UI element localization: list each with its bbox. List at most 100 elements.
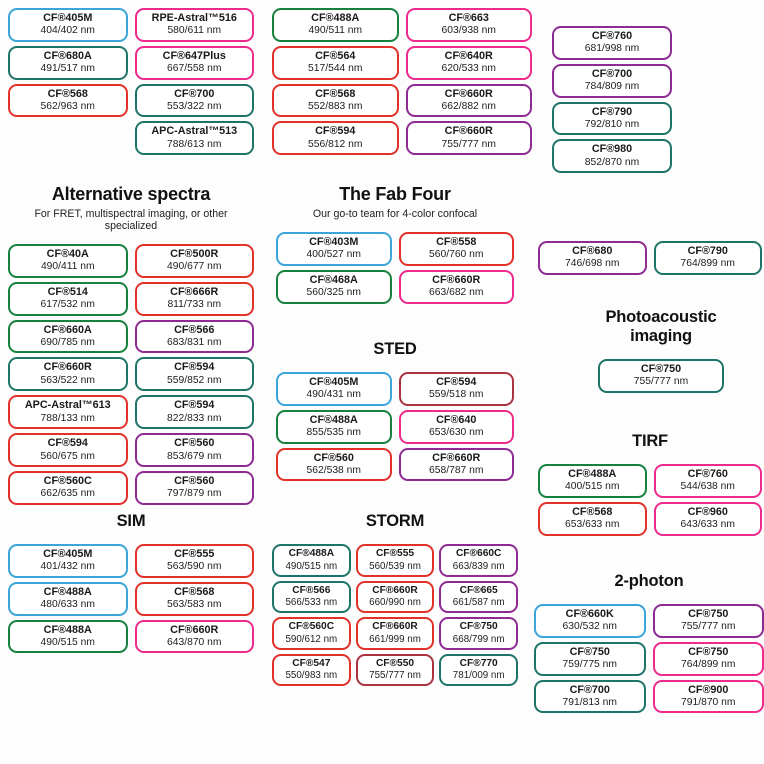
dye-name: CF®700 [591,67,633,80]
dye-wavelengths: 855/535 nm [306,427,361,439]
dye-wavelengths: 755/777 nm [681,621,736,633]
dye-name: CF®488A [288,548,335,559]
dye-wavelengths: 480/633 nm [40,599,95,611]
dye-name: CF®647Plus [162,49,226,62]
dye-wavelengths: 562/538 nm [306,465,361,477]
dye-wavelengths: 563/590 nm [167,561,222,573]
dye-wavelengths: 788/613 nm [167,138,222,150]
dye-name: CF®560C [43,474,92,487]
dye-wavelengths: 661/587 nm [452,597,505,609]
section-fab-four: The Fab Four Our go-to team for 4-color … [276,184,514,304]
dye-name: CF®660R [444,125,493,138]
dye-name: CF®660R [372,621,418,632]
dye-name: CF®640R [444,49,493,62]
dye-wavelengths: 630/532 nm [562,621,617,633]
dye-name: CF®405M [43,548,93,560]
dye-wavelengths: 660/990 nm [369,597,421,609]
dye-name: CF®547 [292,657,331,669]
dye-wavelengths: 755/777 nm [369,670,421,682]
dye-wavelengths: 490/515 nm [40,637,95,649]
dye-wavelengths: 491/517 nm [40,63,95,75]
dye-name: CF®663 [448,12,489,24]
section-title: 2-photon [614,572,684,590]
dye-name: CF®594 [47,437,88,450]
section-title: Alternative spectra [51,184,211,204]
dye-wavelengths: 852/870 nm [584,156,640,168]
dye-wavelengths: 681/998 nm [584,43,640,55]
dye-wavelengths: 690/785 nm [40,337,95,349]
dye-wavelengths: 759/775 nm [562,659,617,671]
dye-name: CF®594 [436,376,477,388]
dye-wavelengths: 552/883 nm [308,101,363,113]
dye-name: CF®568 [47,87,88,100]
dye-wavelengths: 620/533 nm [441,63,496,75]
dye-wavelengths: 811/733 nm [167,299,222,311]
dye-name: CF®660A [43,323,92,336]
dye-wavelengths: 792/810 nm [584,119,640,131]
dye-name: CF®568 [174,585,215,598]
dye-name: CF®403M [309,236,359,248]
dye-name: CF®488A [309,413,358,426]
dye-wavelengths: 653/633 nm [565,519,620,531]
dye-name: CF®514 [47,285,88,298]
dye-name: CF®560 [313,451,354,464]
dye-name: CF®760 [687,468,728,480]
dye-name: CF®960 [687,505,728,518]
dye-name: CF®760 [591,30,633,42]
section-alternative-spectra: Alternative spectra For FRET, multispect… [8,184,254,505]
dye-name: CF®488A [311,12,360,24]
dye-name: CF®405M [309,376,359,388]
dye-wavelengths: 764/899 nm [680,258,735,270]
section-title: TIRF [632,432,668,450]
dye-name: CF®980 [591,143,633,156]
dye-name: CF®770 [459,657,498,669]
dye-wavelengths: 560/760 nm [429,249,484,261]
dye-wavelengths: 662/882 nm [441,101,496,113]
dye-wavelengths: 556/812 nm [308,138,363,150]
dye-name: CF®700 [569,683,610,696]
dye-wavelengths: 784/809 nm [584,81,640,93]
dye-name: CF®560 [174,474,215,487]
